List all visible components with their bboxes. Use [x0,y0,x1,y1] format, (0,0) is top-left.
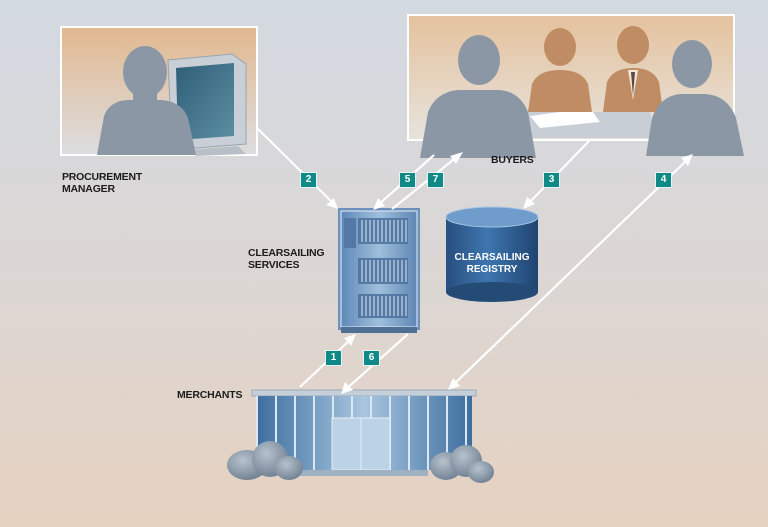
clearsailing-services-server [338,208,420,333]
registry-label-line1: CLEARSAILING [454,252,530,263]
procurement-label-line1: PROCUREMENT [62,171,143,183]
procurement-label-line2: MANAGER [62,183,115,195]
registry-label: CLEARSAILING REGISTRY [442,252,542,276]
clearsailing-services-label: CLEARSAILING SERVICES [248,247,325,271]
bushes-right [430,445,494,483]
merchants-label: MERCHANTS [177,389,243,401]
procurement-manager-silhouette [97,46,196,155]
step-badge-2: 2 [300,172,317,188]
merchants-building [227,389,494,483]
buyers-label: BUYERS [491,154,534,166]
clearsailing-registry-database [445,206,539,302]
step-badge-6: 6 [363,350,380,366]
arrow-step-4 [451,157,690,387]
buyer-silhouettes [420,35,744,158]
procurement-manager-panel [60,26,258,156]
flow-arrows [255,126,693,394]
step-badge-3: 3 [543,172,560,188]
procurement-manager-label: PROCUREMENT MANAGER [62,171,142,195]
step-badge-5: 5 [399,172,416,188]
arrow-step-7 [391,155,459,210]
step-badge-4: 4 [655,172,672,188]
services-label-line2: SERVICES [248,259,300,271]
step-badge-7: 7 [427,172,444,188]
registry-label-line2: REGISTRY [466,264,518,275]
step-badge-1: 1 [325,350,342,366]
services-label-line1: CLEARSAILING [248,247,325,259]
bushes-left [227,441,303,480]
arrow-step-2 [255,126,337,207]
